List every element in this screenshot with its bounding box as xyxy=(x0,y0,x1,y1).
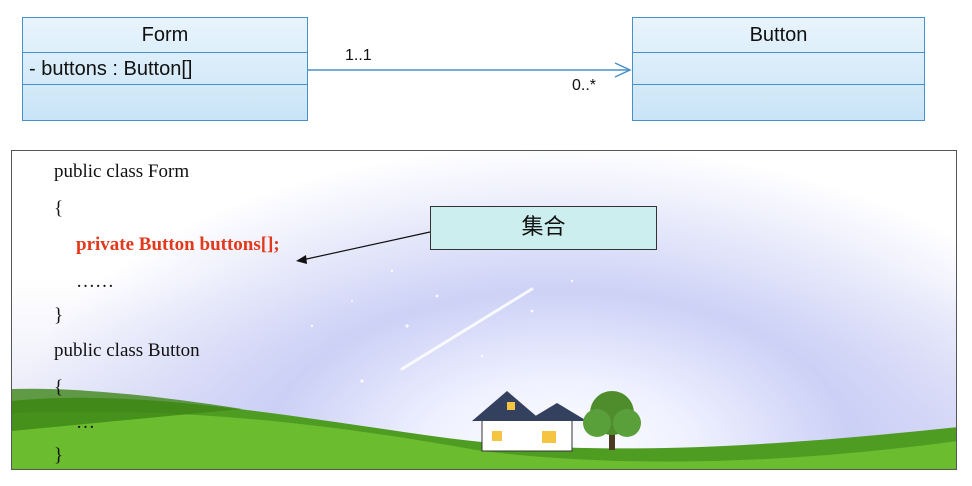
target-multiplicity: 0..* xyxy=(572,77,597,94)
association-line xyxy=(307,62,632,78)
landscape-background xyxy=(12,244,956,469)
code-line-form-close-brace: } xyxy=(54,305,64,326)
code-line-form-open-brace: { xyxy=(54,198,64,219)
source-multiplicity: 1..1 xyxy=(345,47,372,64)
form-buttons-attribute: - buttons : Button[] xyxy=(23,52,307,84)
code-line-form-class: public class Form xyxy=(54,161,190,182)
stars-decoration xyxy=(310,244,574,383)
form-operations-compartment xyxy=(23,84,307,118)
form-class-name: Form xyxy=(141,24,189,46)
code-line-buttons-field: private Button buttons[]; xyxy=(76,234,280,255)
button-class-box: Button xyxy=(632,17,925,121)
code-line-ellipsis: …… xyxy=(76,271,114,292)
code-panel: public class Form { private Button butto… xyxy=(11,150,957,470)
collection-callout: 集合 xyxy=(430,206,657,250)
button-operations-compartment xyxy=(633,84,924,118)
code-line-button-ellipsis: … xyxy=(76,412,95,433)
navigability-arrowhead-icon xyxy=(614,62,632,78)
house-icon xyxy=(472,391,587,452)
code-line-button-close-brace: } xyxy=(54,445,64,466)
button-attributes-compartment xyxy=(633,52,924,84)
code-line-button-class: public class Button xyxy=(54,340,200,361)
code-line-button-open-brace: { xyxy=(54,377,64,398)
shooting-star-icon xyxy=(400,287,534,371)
button-class-name: Button xyxy=(749,24,808,46)
grass-ridge-left xyxy=(12,388,242,431)
grass-hill-front xyxy=(12,411,956,469)
tree-icon xyxy=(583,391,641,450)
form-class-box: Form - buttons : Button[] xyxy=(22,17,308,121)
